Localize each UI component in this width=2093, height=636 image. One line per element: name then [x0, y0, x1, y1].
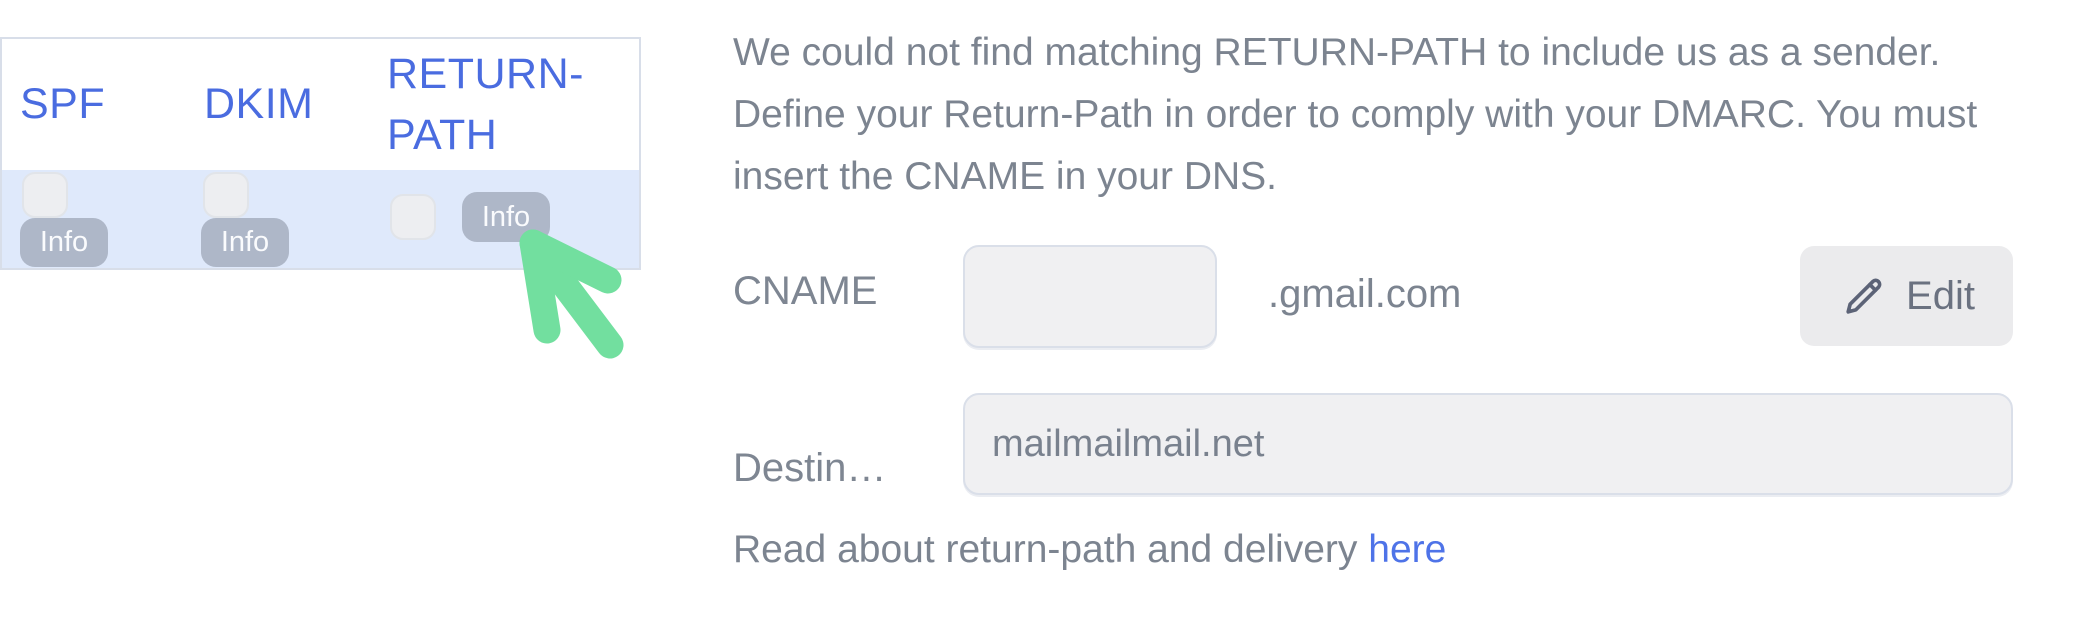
return-path-info-button[interactable]: Info: [462, 192, 550, 242]
read-more-prefix: Read about return-path and delivery: [733, 528, 1369, 571]
column-header-dkim: DKIM: [204, 80, 314, 128]
description-line-1: We could not find matching RETURN-PATH t…: [733, 31, 1941, 74]
cname-label: CNAME: [733, 269, 878, 313]
edit-button[interactable]: Edit: [1800, 246, 2013, 346]
description-line-2: Define your Return-Path in order to comp…: [733, 93, 1978, 136]
column-header-spf: SPF: [20, 80, 106, 128]
spf-info-button[interactable]: Info: [20, 218, 108, 267]
description-line-3: insert the CNAME in your DNS.: [733, 155, 1278, 198]
read-more-text: Read about return-path and delivery here: [733, 528, 1446, 572]
destination-input[interactable]: [963, 393, 2013, 495]
dkim-checkbox[interactable]: [203, 172, 249, 218]
read-more-link[interactable]: here: [1368, 528, 1447, 571]
destination-label: Destin…: [733, 446, 887, 490]
cname-domain-suffix: .gmail.com: [1268, 272, 1462, 316]
edit-button-label: Edit: [1906, 273, 1975, 318]
cname-input[interactable]: [963, 245, 1217, 348]
return-path-checkbox[interactable]: [390, 194, 436, 240]
description-text: We could not find matching RETURN-PATH t…: [733, 22, 2023, 208]
dns-table-header: SPF DKIM RETURN-PATH: [2, 39, 639, 170]
column-header-return-path: RETURN-PATH: [387, 49, 584, 159]
table-row: Info Info Info: [2, 170, 639, 268]
pencil-icon: [1846, 278, 1882, 314]
dns-status-table: SPF DKIM RETURN-PATH Info Info Info: [0, 37, 641, 270]
dkim-info-button[interactable]: Info: [201, 218, 289, 267]
spf-checkbox[interactable]: [22, 172, 68, 218]
